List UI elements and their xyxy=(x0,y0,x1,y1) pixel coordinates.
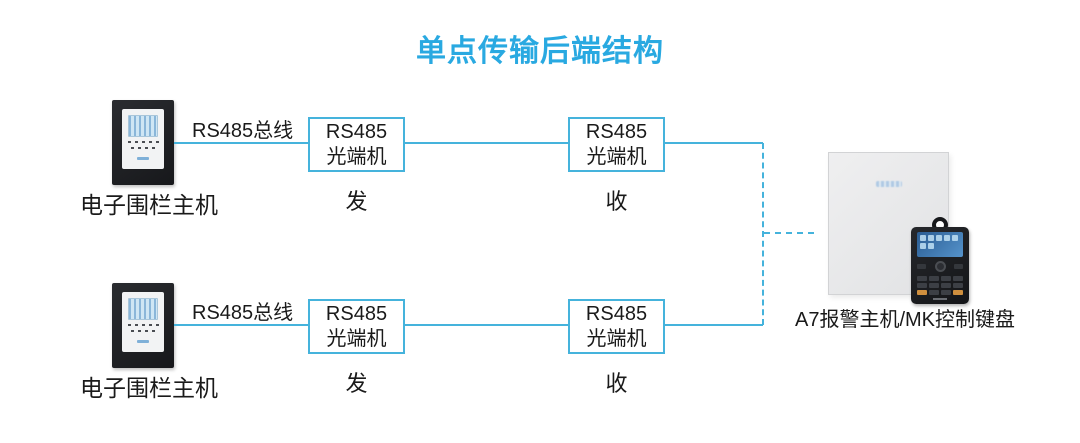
keypad-brand-mark xyxy=(933,298,947,300)
connector-line xyxy=(174,324,308,326)
optical-transceiver-tx-box: RS485 光端机 xyxy=(308,117,405,172)
brand-logo-mark xyxy=(875,181,902,187)
obox-line1: RS485 xyxy=(325,120,388,143)
fence-host-label: 电子围栏主机 xyxy=(80,192,218,218)
alarm-host-label: A7报警主机/MK控制键盘 xyxy=(794,309,1016,331)
device-led-row xyxy=(127,141,159,143)
obox-line2: 光端机 xyxy=(326,327,387,350)
fence-host-label: 电子围栏主机 xyxy=(80,375,218,401)
mk-control-keypad xyxy=(911,217,969,304)
obox-line1: RS485 xyxy=(585,120,648,143)
connector-line xyxy=(665,142,763,144)
device-brand-mark xyxy=(137,157,149,160)
connector-line xyxy=(665,324,763,326)
connector-line xyxy=(174,142,308,144)
obox-line1: RS485 xyxy=(325,302,388,325)
device-button-row xyxy=(131,147,155,149)
connector-line xyxy=(405,142,568,144)
connector-line xyxy=(405,324,568,326)
device-led-row xyxy=(127,324,159,326)
obox-line2: 光端机 xyxy=(586,327,647,350)
rx-mode-label: 收 xyxy=(605,371,628,396)
device-front-panel xyxy=(122,292,164,352)
keypad-ok-button xyxy=(934,261,946,272)
device-brand-mark xyxy=(137,340,149,343)
keypad-lcd-screen xyxy=(917,232,963,257)
optical-transceiver-rx-box: RS485 光端机 xyxy=(568,117,665,172)
vertical-dashed-connector xyxy=(762,143,764,325)
dashed-link-to-alarm-host xyxy=(764,232,814,234)
keypad-number-keys xyxy=(917,276,963,295)
a7-alarm-host-panel xyxy=(828,152,949,295)
fence-host-device xyxy=(112,283,174,368)
rx-mode-label: 收 xyxy=(605,189,628,214)
bus-label: RS485总线 xyxy=(192,302,294,324)
obox-line2: 光端机 xyxy=(586,145,647,168)
optical-transceiver-rx-box: RS485 光端机 xyxy=(568,299,665,354)
optical-transceiver-tx-box: RS485 光端机 xyxy=(308,299,405,354)
tx-mode-label: 发 xyxy=(345,189,368,214)
fence-host-device xyxy=(112,100,174,185)
obox-line1: RS485 xyxy=(585,302,648,325)
device-lcd-screen xyxy=(128,115,158,137)
bus-label: RS485总线 xyxy=(192,120,294,142)
keypad-nav-keys xyxy=(917,259,963,274)
tx-mode-label: 发 xyxy=(345,371,368,396)
device-lcd-screen xyxy=(128,298,158,320)
device-front-panel xyxy=(122,109,164,169)
device-button-row xyxy=(131,330,155,332)
keypad-body xyxy=(911,227,969,304)
page-title: 单点传输后端结构 xyxy=(416,35,664,68)
obox-line2: 光端机 xyxy=(326,145,387,168)
